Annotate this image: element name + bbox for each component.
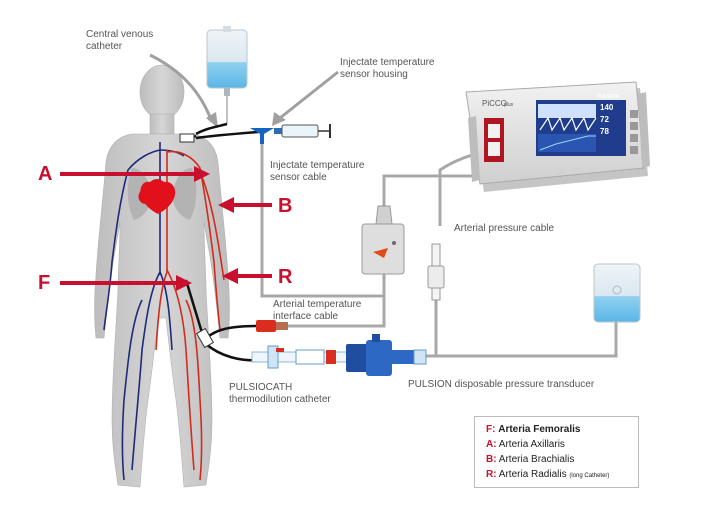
legend-note: (long Catheter) [569, 473, 610, 479]
legend-text: Arteria Axillaris [498, 439, 565, 450]
flush-bag [593, 263, 641, 323]
callout-arrowhead-housing [272, 112, 286, 126]
infusion-bag-left [206, 26, 248, 124]
arterial-catheter-hub [195, 327, 215, 349]
label-central-venous-catheter: Central venous catheter [86, 29, 153, 53]
monitor-brand-sub: plus [504, 102, 514, 108]
red-pointer-arrows [60, 166, 272, 291]
transducer-assembly [251, 334, 427, 376]
label-sensor-cable-line-2: sensor cable [270, 172, 327, 183]
label-interface-line-2: interface cable [273, 311, 339, 322]
body-silhouette [94, 64, 230, 488]
legend-row-axillaris: A: Arteria Axillaris [486, 437, 638, 452]
legend-letter: R: [486, 469, 497, 480]
legend-text: Arteria Brachialis [498, 454, 575, 465]
callout-arrows [149, 53, 339, 123]
label-pressure-transducer: PULSION disposable pressure transducer [408, 379, 595, 390]
label-pulsiocath: PULSIOCATH thermodilution catheter [229, 382, 331, 406]
label-arterial-temp-interface-cable: Arterial temperature interface cable [273, 299, 361, 323]
legend-box: F: Arteria Femoralis A: Arteria Axillari… [474, 416, 639, 488]
legend-letter: B: [486, 454, 497, 465]
marker-a: A [38, 163, 53, 185]
label-cvc-line-2: catheter [86, 41, 123, 52]
label-pulsiocath-line-2: thermodilution catheter [229, 394, 331, 405]
arrow-r-head [222, 268, 238, 284]
arrow-b-head [218, 197, 234, 213]
legend-row-brachialis: B: Arteria Brachialis [486, 452, 638, 467]
marker-r: R [278, 266, 293, 288]
label-cvc-line-1: Central venous [86, 29, 154, 40]
monitor-brand: PiCCO [482, 99, 507, 108]
central-venous-line [183, 122, 259, 142]
arteries [155, 150, 225, 481]
legend-text: Arteria Radialis [498, 469, 567, 480]
heart [138, 179, 176, 214]
injectate-t-piece [250, 128, 274, 180]
legend-letter: A: [486, 439, 497, 450]
temperature-probe-connector [256, 320, 288, 332]
monitor-readout-2: 72 [600, 115, 609, 124]
legend-letter: F: [486, 424, 496, 435]
arrow-a-head [194, 166, 210, 182]
legend-text: Arteria Femoralis [498, 424, 581, 435]
label-housing-line-1: Injectate temperature [340, 57, 435, 68]
label-housing-line-2: sensor housing [340, 69, 408, 80]
interface-cable-module [361, 205, 405, 275]
pressure-cable-connector [427, 243, 445, 301]
label-injectate-sensor-cable: Injectate temperature sensor cable [270, 160, 365, 184]
legend-row-femoralis: F: Arteria Femoralis [486, 422, 638, 437]
label-sensor-cable-line-1: Injectate temperature [270, 160, 365, 171]
monitor-readout-1: 140 [600, 103, 614, 112]
monitor-readout-3: 78 [600, 127, 609, 136]
label-arterial-pressure-cable: Arterial pressure cable [454, 223, 555, 234]
marker-b: B [278, 195, 293, 217]
cvc-connector [179, 133, 195, 143]
arrow-f-head [176, 275, 192, 291]
callout-arrowhead-cvc [206, 112, 218, 128]
label-injectate-sensor-housing: Injectate temperature sensor housing [340, 57, 435, 81]
marker-f: F [38, 272, 51, 294]
monitor-logo: PULSION [597, 94, 620, 100]
legend-row-radialis: R: Arteria Radialis (long Catheter) [486, 467, 638, 484]
label-pulsiocath-line-1: PULSIOCATH [229, 382, 293, 393]
picco-monitor [465, 81, 650, 192]
syringe [274, 124, 331, 138]
label-interface-line-1: Arterial temperature [273, 299, 362, 310]
